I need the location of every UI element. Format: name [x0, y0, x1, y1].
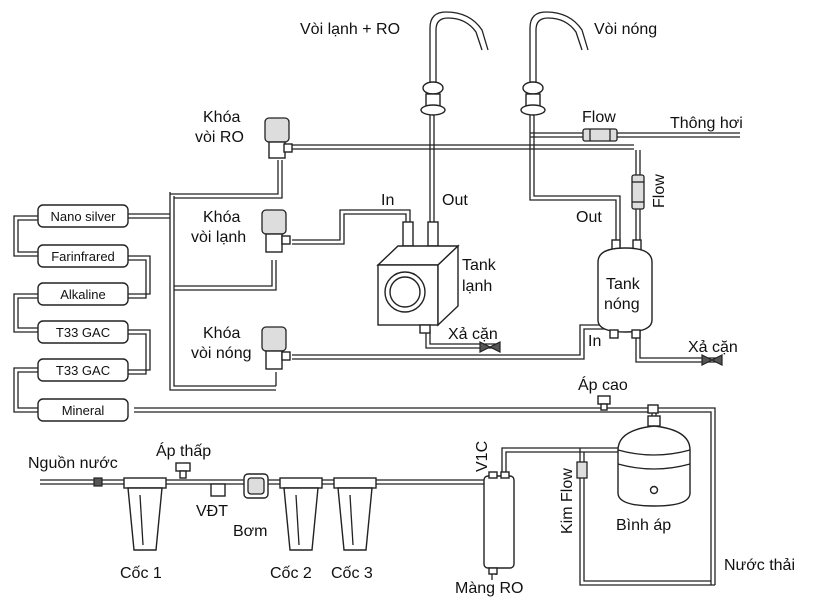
- filter-stack: Nano silver Farinfrared Alkaline T33 GAC…: [37, 204, 129, 422]
- key-valve-ro: [264, 117, 293, 159]
- label-cold-tank-line1: Tank: [462, 257, 497, 274]
- filter-label: Alkaline: [60, 287, 106, 302]
- faucet-cold-ro: [420, 11, 489, 116]
- filter-cup-1: [123, 477, 167, 551]
- filter-farinfrared: [37, 244, 129, 268]
- drain-valve-hot: [701, 354, 723, 366]
- label-low-pressure: Áp thấp: [156, 441, 211, 460]
- filter-t33-gac-1: [37, 320, 129, 344]
- label-hot-key-line2: vòi nóng: [191, 345, 252, 362]
- label-pump: Bơm: [233, 523, 268, 540]
- label-hot-key-line1: Khóa: [203, 325, 240, 342]
- label-solenoid: VĐT: [196, 503, 228, 520]
- label-pressure-tank: Bình áp: [616, 517, 671, 534]
- inlet-valve: [93, 477, 103, 487]
- filter-label: T33 GAC: [56, 325, 110, 340]
- label-vent: Thông hơi: [670, 115, 743, 132]
- label-hot-faucet: Vòi nóng: [594, 21, 657, 38]
- cold-tank: [376, 221, 460, 334]
- label-v1c: V1C: [474, 441, 491, 472]
- hot-tank: [597, 239, 653, 339]
- label-cold-ro-faucet: Vòi lạnh + RO: [300, 21, 400, 38]
- label-cold-key-line1: Khóa: [203, 209, 240, 226]
- label-ro-key-line1: Khóa: [203, 109, 240, 126]
- high-pressure-switch: [597, 395, 611, 411]
- label-hot-drain: Xả cặn: [688, 339, 738, 356]
- label-cup-3: Cốc 3: [331, 565, 373, 582]
- pressure-tank: [617, 415, 691, 507]
- filter-t33-gac-2: [37, 358, 129, 382]
- label-hot-in: In: [588, 333, 601, 350]
- label-flow-horizontal: Flow: [582, 109, 616, 126]
- label-cold-tank-line2: lạnh: [462, 278, 492, 295]
- filter-label: Mineral: [62, 403, 105, 418]
- label-waste-water: Nước thải: [724, 557, 795, 574]
- label-cup-1: Cốc 1: [120, 565, 162, 582]
- low-pressure-switch: [175, 462, 191, 479]
- label-ro-membrane: Màng RO: [455, 580, 523, 597]
- filter-label: T33 GAC: [56, 363, 110, 378]
- label-hot-tank-line2: nóng: [604, 296, 640, 313]
- filter-label: Nano silver: [50, 209, 116, 224]
- inlet-solenoid-valve: [210, 483, 226, 497]
- label-cup-2: Cốc 2: [270, 565, 312, 582]
- label-kim-flow: Kim Flow: [559, 468, 576, 534]
- label-cold-out: Out: [442, 192, 468, 209]
- label-cold-key-line2: vòi lạnh: [191, 229, 246, 246]
- kim-flow: [576, 461, 588, 479]
- filter-nano-silver: [37, 204, 129, 228]
- label-flow-vertical: Flow: [651, 174, 668, 208]
- filter-cup-3: [333, 477, 377, 551]
- label-hot-out: Out: [576, 209, 602, 226]
- tee-connector: [647, 404, 659, 414]
- pump: [243, 473, 269, 499]
- label-ro-key-line2: vòi RO: [195, 129, 244, 146]
- key-valve-hot: [261, 326, 291, 370]
- pipes: [13, 100, 740, 586]
- label-hot-tank-line1: Tank: [606, 276, 641, 293]
- ro-membrane: [483, 471, 515, 575]
- flow-vertical: [631, 174, 645, 210]
- flow-vent-horizontal: [582, 128, 618, 142]
- filter-alkaline: [37, 282, 129, 306]
- filter-label: Farinfrared: [51, 249, 115, 264]
- filter-mineral: [37, 398, 129, 422]
- labels: Vòi lạnh + RO Vòi nóng Khóa vòi RO Khóa …: [28, 21, 795, 597]
- label-high-pressure: Áp cao: [578, 375, 628, 394]
- label-water-source: Nguồn nước: [28, 455, 118, 472]
- filter-cup-2: [279, 477, 323, 551]
- faucet-hot: [520, 11, 589, 116]
- drain-valve-cold: [479, 341, 501, 353]
- label-cold-drain: Xả cặn: [448, 326, 498, 343]
- label-cold-in: In: [381, 192, 394, 209]
- key-valve-cold: [261, 209, 291, 253]
